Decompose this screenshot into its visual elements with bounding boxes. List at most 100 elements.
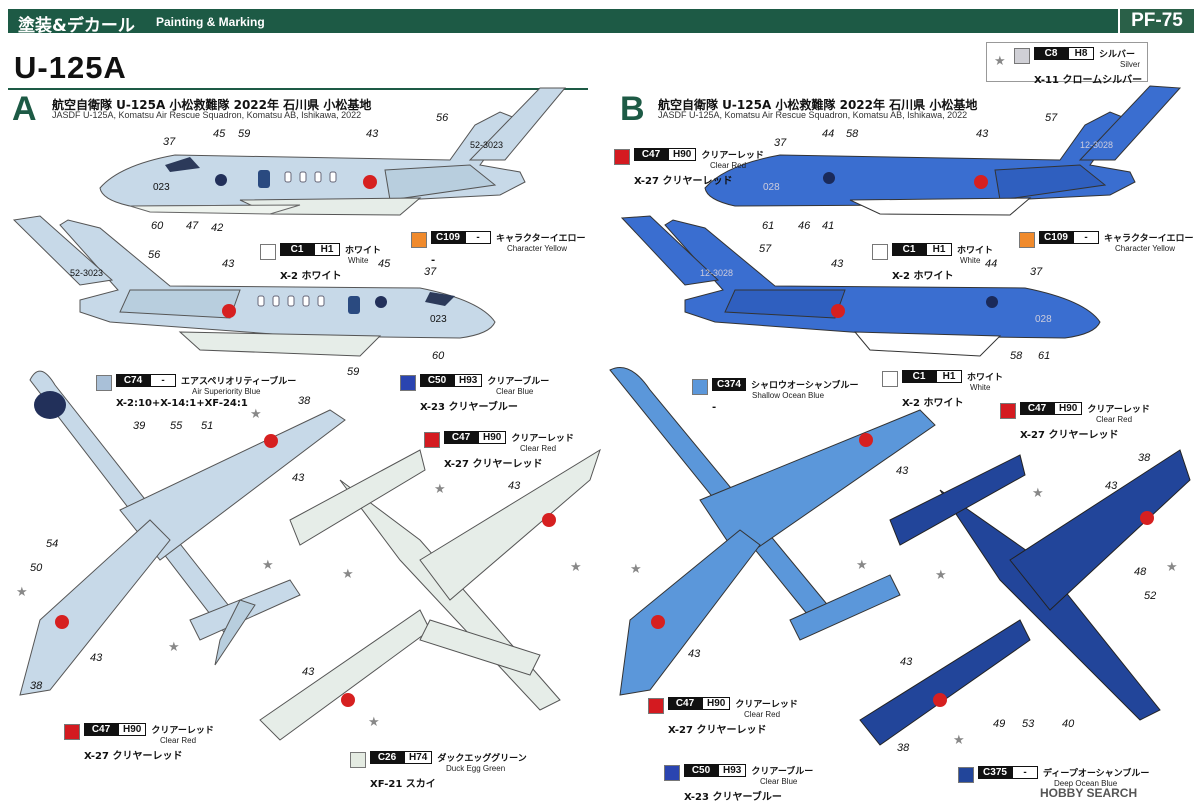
callout: 58 xyxy=(846,128,859,140)
swatch xyxy=(1000,403,1016,419)
paint-jp: クリアーレッド xyxy=(151,726,214,736)
paint-jp: エアスペリオリティーブルー xyxy=(181,377,297,387)
paint-jp: クリアーレッド xyxy=(511,434,574,444)
b-side-view-upper xyxy=(704,85,1182,216)
callout: 43 xyxy=(292,472,305,484)
paint-jp: クリアーレッド xyxy=(735,700,798,710)
header-title: 塗装&デカール xyxy=(18,16,135,36)
a-nose-number-lower: 023 xyxy=(430,314,447,325)
paint-mix: X-23 クリヤーブルー xyxy=(684,792,782,803)
callout: 45 xyxy=(213,128,226,140)
callout: 46 xyxy=(798,220,811,232)
callout: 57 xyxy=(759,243,772,255)
c-code: C47 xyxy=(634,148,668,161)
callout: 40 xyxy=(1062,718,1075,730)
h-code: H93 xyxy=(718,764,747,777)
callout: 43 xyxy=(90,652,103,664)
callout: 43 xyxy=(302,666,315,678)
c-code: C47 xyxy=(668,697,702,710)
a-nose-number: 023 xyxy=(153,182,170,193)
paint-jp: ディープオーシャンブルー xyxy=(1043,769,1150,779)
paint-jp: キャラクターイエロー xyxy=(1104,234,1194,244)
paint-mix: X-27 クリヤーレッド xyxy=(84,751,183,762)
swatch xyxy=(424,432,440,448)
paint-mix: XF-21 スカイ xyxy=(370,779,436,790)
swatch xyxy=(614,149,630,165)
swatch xyxy=(664,765,680,781)
b-nose-number: 028 xyxy=(763,182,780,193)
paint-jp: クリアーレッド xyxy=(1087,405,1150,415)
paint-mix: X-2 ホワイト xyxy=(280,271,342,282)
c-code: C109 xyxy=(1039,231,1073,244)
callout: 59 xyxy=(347,366,360,378)
b-side-view-lower xyxy=(620,215,1101,357)
callout: 37 xyxy=(774,137,787,149)
c-code: C50 xyxy=(684,764,718,777)
scheme-b-letter: B xyxy=(620,90,645,128)
callout: 44 xyxy=(822,128,835,140)
paint-en: Clear Red xyxy=(160,736,197,745)
paint-en: Air Superiority Blue xyxy=(192,387,261,396)
callout: 60 xyxy=(151,220,164,232)
star-icon: ★ xyxy=(994,54,1006,69)
paint-en: Shallow Ocean Blue xyxy=(752,391,825,400)
swatch xyxy=(64,724,80,740)
callout: 37 xyxy=(1030,266,1043,278)
b-top-view xyxy=(609,367,936,696)
callout: 37 xyxy=(163,136,176,148)
a-tail-number: 52-3023 xyxy=(470,140,504,150)
paint-en: White xyxy=(970,383,991,392)
paint-b-yellow: C109-キャラクターイエロー Character Yellow xyxy=(1019,231,1194,253)
h-code: - xyxy=(1073,231,1099,244)
star-icon: ★ xyxy=(935,568,947,583)
paint-en: Character Yellow xyxy=(507,244,568,253)
c-code: C1 xyxy=(892,243,926,256)
c-code: C47 xyxy=(1020,402,1054,415)
paint-jp: ダックエッググリーン xyxy=(437,754,527,764)
callout: 43 xyxy=(976,128,989,140)
callout: 60 xyxy=(432,350,445,362)
b-tail-number-lower: 12-3028 xyxy=(700,268,734,278)
c-code: C8 xyxy=(1034,47,1068,60)
b-nose-number-lower: 028 xyxy=(1035,314,1052,325)
callout: 54 xyxy=(46,538,59,550)
star-icon: ★ xyxy=(953,733,965,748)
callout: 43 xyxy=(366,128,379,140)
callout: 44 xyxy=(985,258,998,270)
callout: 55 xyxy=(170,420,183,432)
callout: 43 xyxy=(1105,480,1118,492)
paint-mix: X-2 ホワイト xyxy=(902,398,964,409)
callout: 43 xyxy=(222,258,235,270)
star-icon: ★ xyxy=(856,558,868,573)
callout: 42 xyxy=(211,222,224,234)
paint-en: Deep Ocean Blue xyxy=(1054,779,1118,788)
h-code: H1 xyxy=(926,243,952,256)
h-code: H93 xyxy=(454,374,483,387)
callout: 51 xyxy=(201,420,214,432)
h-code: H74 xyxy=(404,751,433,764)
paint-en: Clear Red xyxy=(520,444,557,453)
star-icon: ★ xyxy=(16,585,28,600)
callout: 49 xyxy=(993,718,1006,730)
callout: 59 xyxy=(238,128,251,140)
paint-en: Clear Blue xyxy=(760,777,798,786)
star-icon: ★ xyxy=(434,482,446,497)
h-code: H8 xyxy=(1068,47,1094,60)
star-icon: ★ xyxy=(1032,486,1044,501)
swatch xyxy=(1019,232,1035,248)
paint-a-yellow: C109-キャラクターイエロー Character Yellow - xyxy=(411,231,586,266)
callout: 50 xyxy=(30,562,43,574)
a-top-view xyxy=(19,370,346,696)
paint-jp: ホワイト xyxy=(957,246,994,256)
callout: 41 xyxy=(822,220,835,232)
header-subtitle: Painting & Marking xyxy=(156,15,265,29)
swatch xyxy=(1014,48,1030,64)
callout: 57 xyxy=(1045,112,1058,124)
paint-mix: - xyxy=(712,402,717,413)
